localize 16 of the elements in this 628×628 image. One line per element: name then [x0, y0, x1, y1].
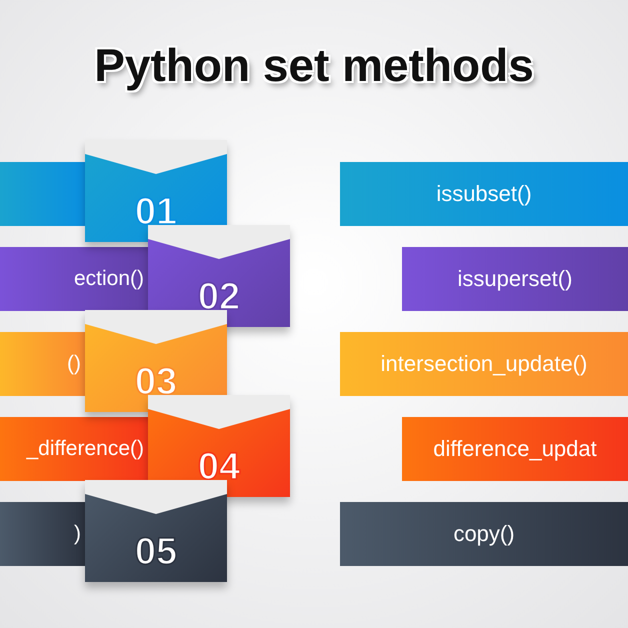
method-bar — [0, 162, 85, 226]
number-block: 01 — [85, 140, 227, 242]
number-block: 03 — [85, 310, 227, 412]
method-bar: _difference() — [0, 417, 148, 481]
number-block: 02 — [148, 225, 290, 327]
method-bar: ) — [0, 502, 85, 566]
method-bar: issubset() — [340, 162, 628, 226]
number-block: 04 — [148, 395, 290, 497]
method-bar: () — [0, 332, 85, 396]
method-bar: difference_updat — [402, 417, 628, 481]
number-block: 05 — [85, 480, 227, 582]
title: Python set methods — [93, 38, 535, 92]
method-bar: copy() — [340, 502, 628, 566]
method-bar: issuperset() — [402, 247, 628, 311]
method-bar: ection() — [0, 247, 148, 311]
method-bar: intersection_update() — [340, 332, 628, 396]
